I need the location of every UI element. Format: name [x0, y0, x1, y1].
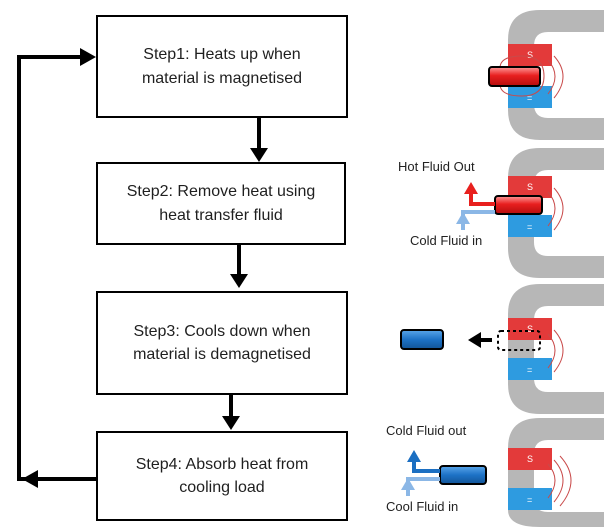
step-1-label: Step1: Heats up when material is magneti… — [141, 46, 303, 87]
svg-text:=: = — [527, 222, 532, 232]
cold-fluid-in-label: Cold Fluid in — [410, 233, 483, 248]
flow-arrow-2-3 — [230, 244, 248, 288]
flow-arrow-3-4 — [222, 394, 240, 430]
cool-fluid-in-label: Cool Fluid in — [386, 499, 459, 514]
magnet-north-label: S — [527, 50, 533, 60]
svg-text:=: = — [527, 365, 532, 375]
step-4-box: Step4: Absorb heat from cooling load — [96, 431, 348, 521]
svg-text:S: S — [527, 182, 533, 192]
step-3-label: Step3: Cools down when material is demag… — [133, 322, 311, 363]
step-4-label: Step4: Absorb heat from cooling load — [135, 455, 309, 496]
step-3-box: Step3: Cools down when material is demag… — [96, 291, 348, 395]
loop-into-step4-arrow — [19, 470, 38, 488]
magnet-unit-3: S = — [400, 284, 604, 414]
magnet-unit-2: S = — [456, 148, 604, 278]
step-1-box: Step1: Heats up when material is magneti… — [96, 15, 348, 118]
svg-text:S: S — [527, 324, 533, 334]
magnet-unit-1: S = — [488, 10, 604, 140]
loop-back-arrow — [17, 48, 96, 481]
magnet-unit-4: S = — [401, 418, 604, 527]
step-2-box: Step2: Remove heat using heat transfer f… — [96, 162, 346, 245]
cold-fluid-out-label: Cold Fluid out — [386, 423, 467, 438]
magnet-south-label: = — [527, 93, 532, 103]
svg-text:=: = — [527, 495, 532, 505]
flow-arrow-1-2 — [250, 118, 268, 162]
hot-fluid-out-label: Hot Fluid Out — [398, 159, 475, 174]
svg-text:S: S — [527, 454, 533, 464]
step-2-label: Step2: Remove heat using heat transfer f… — [126, 183, 316, 224]
